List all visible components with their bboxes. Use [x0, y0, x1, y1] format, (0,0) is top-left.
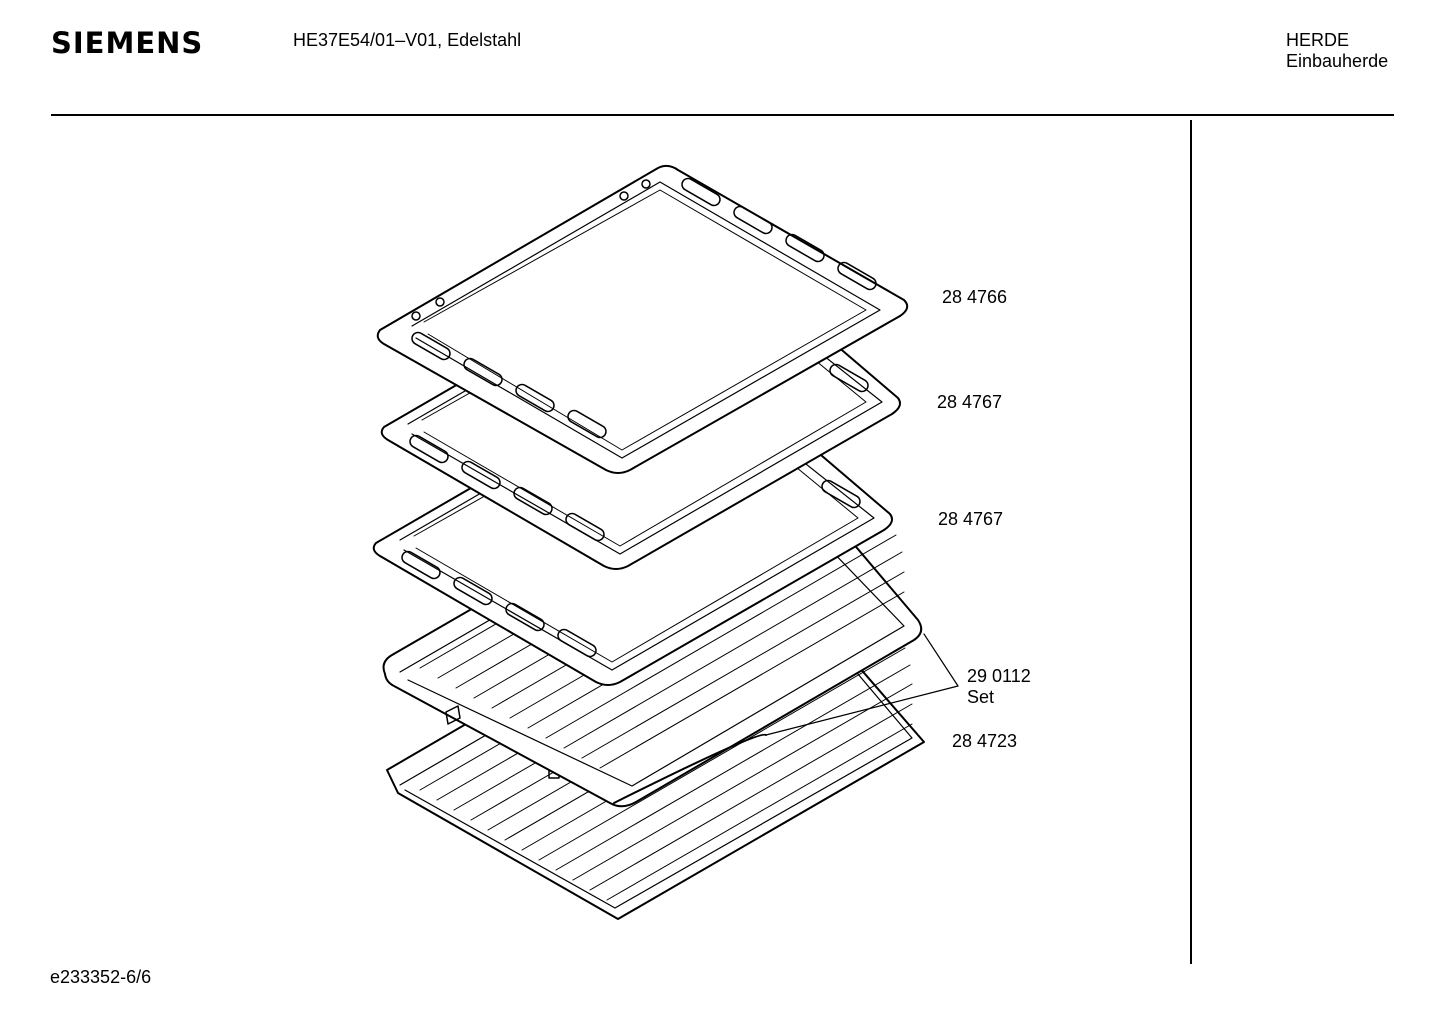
part-number-baking-tray-upper: 28 4767	[937, 392, 1003, 412]
part-number-baking-tray-lower: 28 4767	[938, 509, 1004, 529]
set-leader-lines	[765, 633, 959, 736]
category-block: HERDE Einbauherde	[1286, 30, 1388, 72]
drawing-id: e233352-6/6	[50, 967, 152, 987]
set-label: Set	[967, 687, 995, 707]
deep-tray-top-drawing	[376, 164, 909, 474]
part-number-deep-tray: 28 4766	[942, 287, 1008, 307]
brand-logo: SIEMENS	[51, 26, 204, 60]
set-number: 29 0112	[967, 666, 1031, 686]
column-divider	[1190, 120, 1192, 964]
model-title: HE37E54/01–V01, Edelstahl	[293, 30, 522, 50]
part-number-wire-rack: 28 4723	[952, 731, 1018, 751]
header-divider	[51, 114, 1394, 116]
subcategory-label: Einbauherde	[1286, 51, 1389, 71]
category-label: HERDE	[1286, 30, 1350, 50]
part-number-set: 29 0112 Set	[967, 666, 1031, 708]
